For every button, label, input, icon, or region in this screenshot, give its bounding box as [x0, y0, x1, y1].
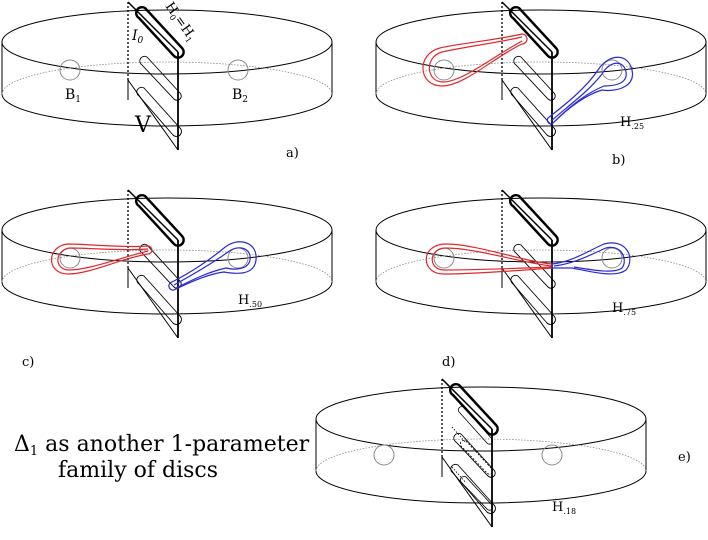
- caption-line-2: family of discs: [58, 458, 218, 483]
- panel-c-h-label: H.50: [238, 293, 262, 309]
- panel-b-label: b): [612, 153, 625, 168]
- b2-label: B2: [232, 87, 248, 105]
- caption-line-1: Δ1 as another 1-parameter: [14, 432, 310, 459]
- panel-b: H.25 b): [375, 0, 707, 168]
- v-label: V: [134, 113, 152, 138]
- panel-b-h-label: H.25: [620, 115, 644, 131]
- panel-d-label: d): [442, 355, 455, 370]
- blue-disc-loop: [546, 56, 633, 125]
- panel-e-h-label: H.18: [552, 500, 576, 516]
- b1-label: B1: [65, 87, 81, 105]
- b2-circle: [227, 59, 249, 81]
- caption: Δ1 as another 1-parameter family of disc…: [14, 432, 310, 483]
- panel-e: H.18 e): [315, 377, 691, 529]
- red-disc-loop: [422, 33, 528, 87]
- red-disc-loop: [51, 243, 153, 275]
- blue-disc-loop: [551, 242, 631, 275]
- panel-c-label: c): [22, 355, 34, 370]
- panel-a: B1 B2 V I0 H0=H1 a): [1, 0, 333, 161]
- h0-h1-label: H0=H1: [161, 0, 199, 45]
- panel-d-h-label: H.75: [612, 301, 636, 317]
- red-disc-loop: [425, 243, 553, 275]
- i0-label: I0: [131, 28, 144, 46]
- panel-e-label: e): [678, 450, 691, 465]
- panel-d: H.75 d): [375, 188, 707, 370]
- panel-c: H.50 c): [1, 188, 333, 370]
- blue-disc-loop: [168, 241, 257, 291]
- panel-a-label: a): [286, 146, 299, 161]
- b1-circle: [59, 59, 81, 81]
